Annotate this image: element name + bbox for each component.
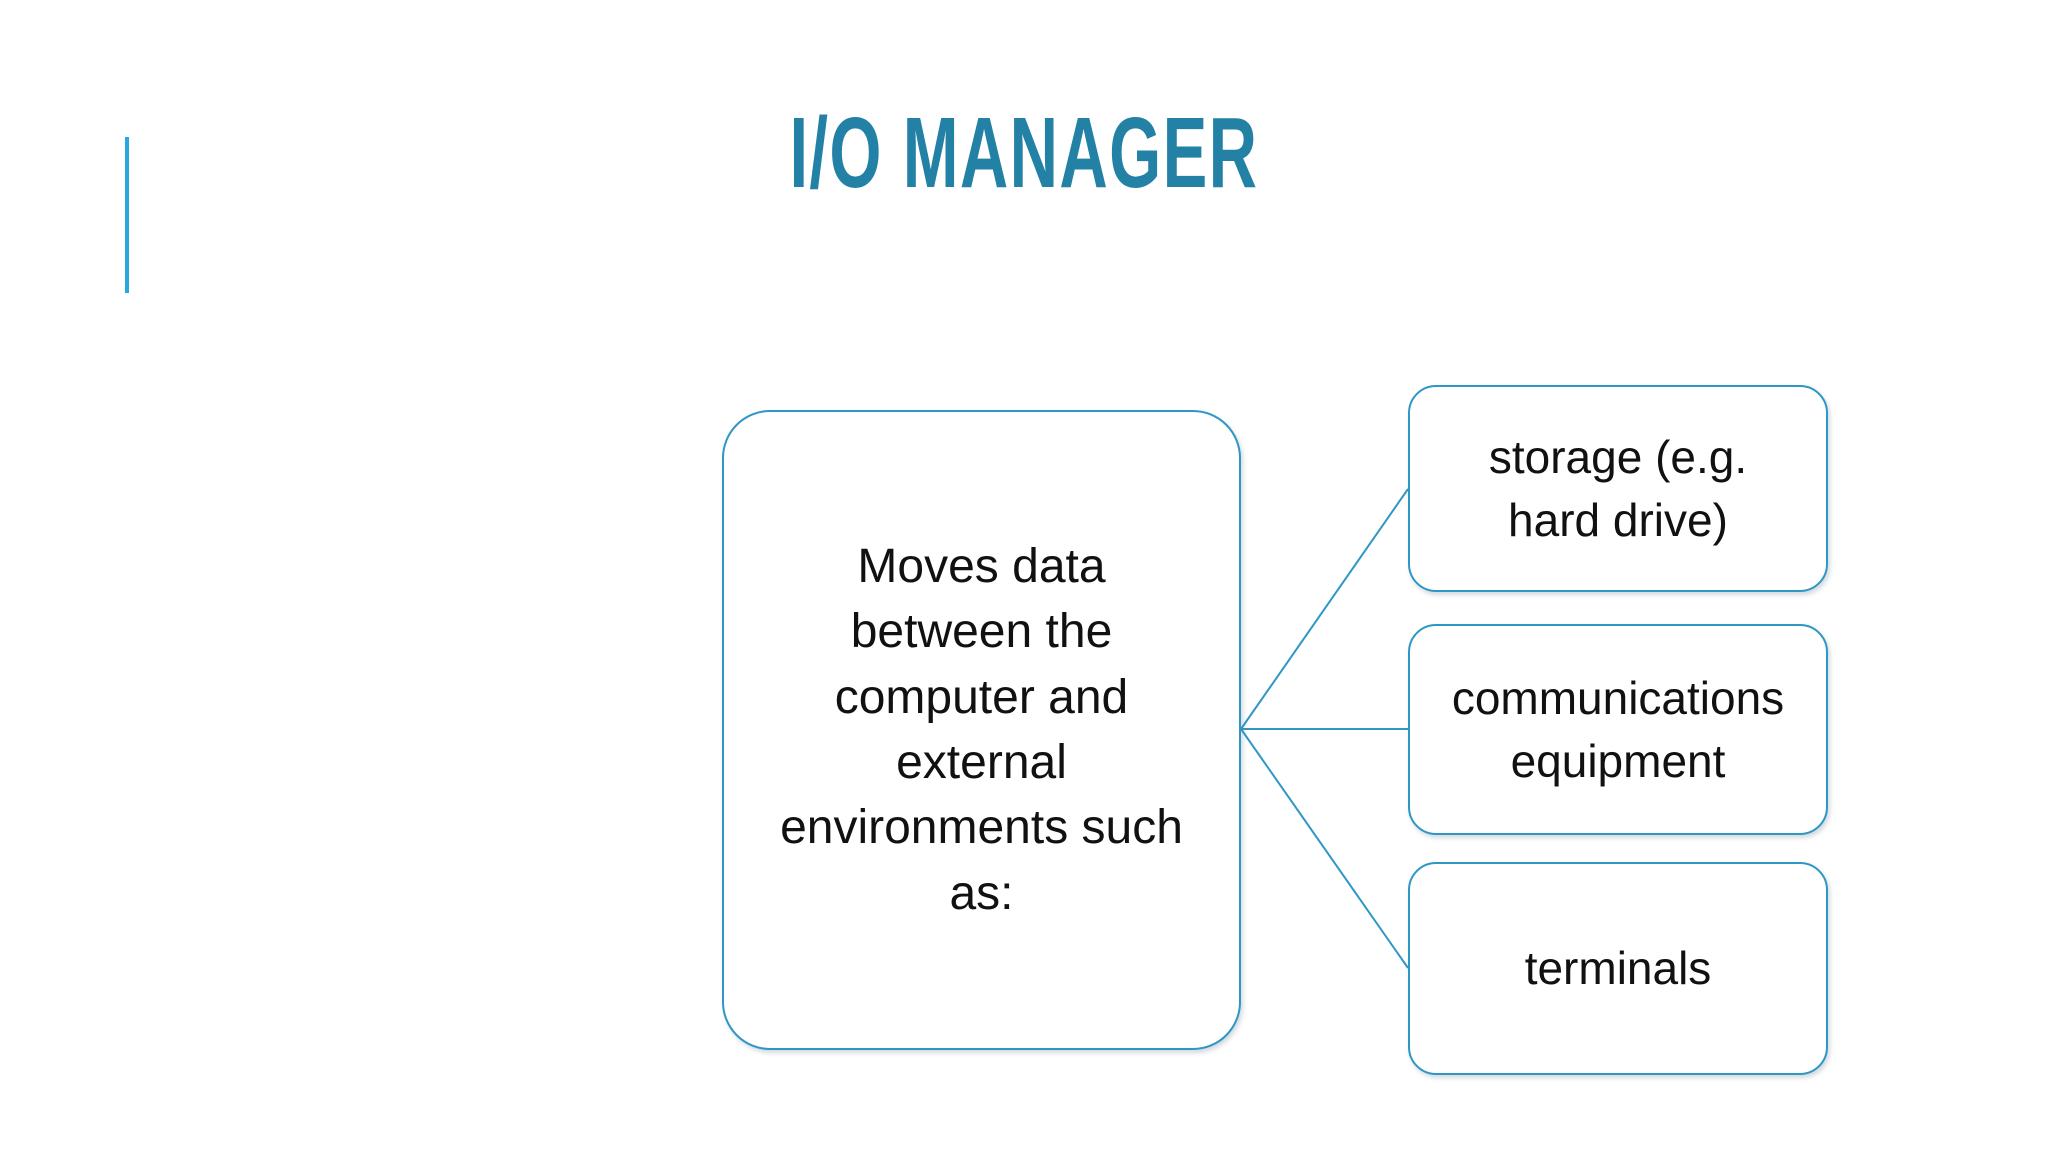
diagram-branch-communications: communications equipment (1408, 624, 1828, 835)
diagram-source-text: Moves data between the computer and exte… (780, 540, 1183, 920)
diagram-branch-terminals-label: terminals (1524, 942, 1712, 995)
diagram-source-box: Moves data between the computer and exte… (722, 410, 1241, 1050)
diagram-branch-storage: storage (e.g. hard drive) (1408, 385, 1828, 592)
connector-line-terminals (1240, 728, 1409, 969)
page-title-text: I/O MANAGER (789, 97, 1259, 209)
connector-line-storage (1240, 488, 1409, 730)
accent-bar (125, 137, 129, 293)
diagram-branch-storage-label: storage (e.g. hard drive) (1488, 431, 1748, 546)
diagram-branch-terminals: terminals (1408, 862, 1828, 1075)
diagram-branch-communications-label: communications equipment (1451, 672, 1785, 787)
page-title: I/O MANAGER (0, 103, 2048, 203)
